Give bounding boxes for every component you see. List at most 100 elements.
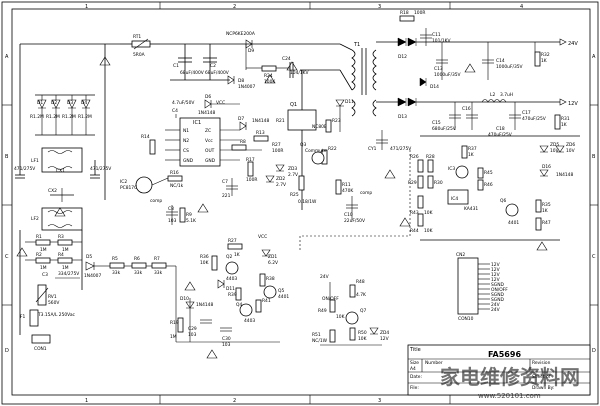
svg-text:1N4148: 1N4148 xyxy=(196,302,213,308)
svg-text:ZD3: ZD3 xyxy=(288,166,297,172)
warning-icon xyxy=(399,217,411,227)
svg-text:12V: 12V xyxy=(491,272,500,278)
svg-text:33k: 33k xyxy=(112,270,121,276)
svg-text:1N4007: 1N4007 xyxy=(84,273,101,279)
svg-text:Drawn By:: Drawn By: xyxy=(532,385,554,391)
svg-text:R43: R43 xyxy=(410,210,419,216)
svg-text:R31: R31 xyxy=(561,116,570,122)
bridge-diodes: D1 D2 D3 D4 R1.2M R1.2M R1.2M R1.2M xyxy=(30,95,92,135)
cap-cx2: CX2 CX1 xyxy=(48,168,74,202)
svg-text:1N4148: 1N4148 xyxy=(252,118,269,124)
svg-text:68uF/400V: 68uF/400V xyxy=(205,70,229,76)
fuse-f1: F1 T3.15A/L 250Vac xyxy=(20,309,76,327)
warning-icon xyxy=(184,281,196,291)
svg-text:CX2: CX2 xyxy=(48,188,57,194)
warning-icon xyxy=(54,207,66,217)
on-off-circuit: 24V R48 4.7K Q7 R49 10K R50 10K R51 NC/1… xyxy=(312,274,389,346)
svg-text:471/275V: 471/275V xyxy=(390,146,411,152)
ic1-support: 4.7uF/50V C4 D6 1N4148 VCC D7 1N4148 R14… xyxy=(141,94,269,199)
svg-text:R7: R7 xyxy=(154,256,160,262)
svg-text:10K: 10K xyxy=(424,210,433,216)
svg-text:12V: 12V xyxy=(491,262,500,268)
svg-text:Commute: Commute xyxy=(305,148,327,154)
row-marker: C xyxy=(5,254,9,260)
resistor-ladder: R1 R3 R2 R4 1M 1M 1M 1M xyxy=(25,234,82,271)
svg-text:Number: Number xyxy=(425,360,443,366)
svg-text:6.2V: 6.2V xyxy=(268,260,278,266)
svg-text:C24: C24 xyxy=(282,56,291,62)
svg-text:1M: 1M xyxy=(40,247,47,253)
svg-text:471/275V: 471/275V xyxy=(90,166,111,172)
warning-icon xyxy=(197,203,209,213)
svg-text:0.18/1W: 0.18/1W xyxy=(298,199,317,205)
svg-text:R45: R45 xyxy=(484,170,493,176)
svg-text:R46: R46 xyxy=(484,182,493,188)
svg-text:4.7uF/50V: 4.7uF/50V xyxy=(172,100,194,106)
svg-text:KA431: KA431 xyxy=(464,206,478,212)
zeners-q3: ZD3 2.7V ZD2 2.7V Q3 Commute R27 100R xyxy=(265,142,327,188)
svg-text:GND: GND xyxy=(183,158,194,164)
svg-text:C17: C17 xyxy=(522,110,531,116)
cap-cy1: CY1 471/275V xyxy=(368,130,411,152)
svg-text:334/275V: 334/275V xyxy=(58,271,79,277)
isolation-boundary xyxy=(299,150,411,250)
svg-text:Q3: Q3 xyxy=(300,142,306,148)
svg-text:R18: R18 xyxy=(400,10,409,16)
svg-text:R26: R26 xyxy=(410,154,419,160)
svg-text:OUT: OUT xyxy=(205,148,215,154)
svg-text:IC2: IC2 xyxy=(120,179,127,185)
col-marker: 4 xyxy=(520,4,523,10)
svg-text:100R: 100R xyxy=(272,148,283,154)
svg-text:R29: R29 xyxy=(408,180,417,186)
svg-text:12V: 12V xyxy=(491,267,500,273)
svg-text:D8: D8 xyxy=(238,78,244,84)
svg-text:N2: N2 xyxy=(183,138,189,144)
svg-text:Size: Size xyxy=(410,360,419,366)
svg-text:10K: 10K xyxy=(358,336,367,342)
svg-text:R51: R51 xyxy=(312,332,321,338)
svg-text:R39: R39 xyxy=(228,292,237,298)
svg-text:R5: R5 xyxy=(112,256,118,262)
svg-text:470uF/25V: 470uF/25V xyxy=(522,116,546,122)
svg-text:ZD5: ZD5 xyxy=(550,142,559,148)
svg-text:Sheet of: Sheet of xyxy=(532,374,551,380)
svg-text:33k: 33k xyxy=(134,270,143,276)
col-marker: 1 xyxy=(85,4,88,10)
svg-text:R48: R48 xyxy=(356,279,365,285)
choke-lf2: LF2 xyxy=(31,207,83,231)
svg-text:R8: R8 xyxy=(240,139,246,145)
svg-text:22uF/50V: 22uF/50V xyxy=(344,218,365,224)
svg-text:33k: 33k xyxy=(154,270,163,276)
svg-text:C10: C10 xyxy=(344,212,353,218)
svg-text:1N4148: 1N4148 xyxy=(198,110,215,116)
svg-text:LF1: LF1 xyxy=(31,158,39,164)
svg-text:R49: R49 xyxy=(318,308,327,314)
svg-text:R14: R14 xyxy=(141,134,150,140)
svg-text:D11: D11 xyxy=(226,286,235,292)
svg-text:221: 221 xyxy=(222,193,231,199)
svg-text:ZD2: ZD2 xyxy=(276,176,285,182)
svg-text:R27: R27 xyxy=(228,238,237,244)
svg-text:T3.15A/L 250Vac: T3.15A/L 250Vac xyxy=(37,312,76,318)
svg-text:Vcc: Vcc xyxy=(205,138,213,144)
input-filter-bridge: RT1 5R0A D1 D2 D3 D4 R1.2M R1.2M R1.2M R… xyxy=(14,34,246,352)
row-marker: D xyxy=(592,348,596,354)
svg-text:SGND: SGND xyxy=(491,297,504,303)
svg-text:ON/OFF: ON/OFF xyxy=(491,287,508,293)
bulk-caps: C1 68uF/400V C2 68uF/400V xyxy=(170,44,230,81)
svg-text:100R: 100R xyxy=(414,10,425,16)
svg-text:R6: R6 xyxy=(134,256,140,262)
row-marker: B xyxy=(5,154,9,160)
feedback-network: R26 R28 R29 R30 R37 1K IC3 IC4 KA431 R43… xyxy=(408,142,575,241)
svg-text:D12: D12 xyxy=(398,54,407,60)
warning-icon xyxy=(206,349,218,359)
svg-text:1M: 1M xyxy=(62,247,69,253)
svg-text:10K: 10K xyxy=(336,314,345,320)
col-marker: 1 xyxy=(85,398,88,404)
optocoupler-ic2: IC2 PC817C R16 NC/1k comp C8 103 R9 5.1K xyxy=(120,170,196,225)
svg-text:12V: 12V xyxy=(568,101,578,107)
svg-text:Q7: Q7 xyxy=(360,308,366,314)
warning-icon xyxy=(264,74,276,84)
svg-text:ZD4: ZD4 xyxy=(380,330,389,336)
